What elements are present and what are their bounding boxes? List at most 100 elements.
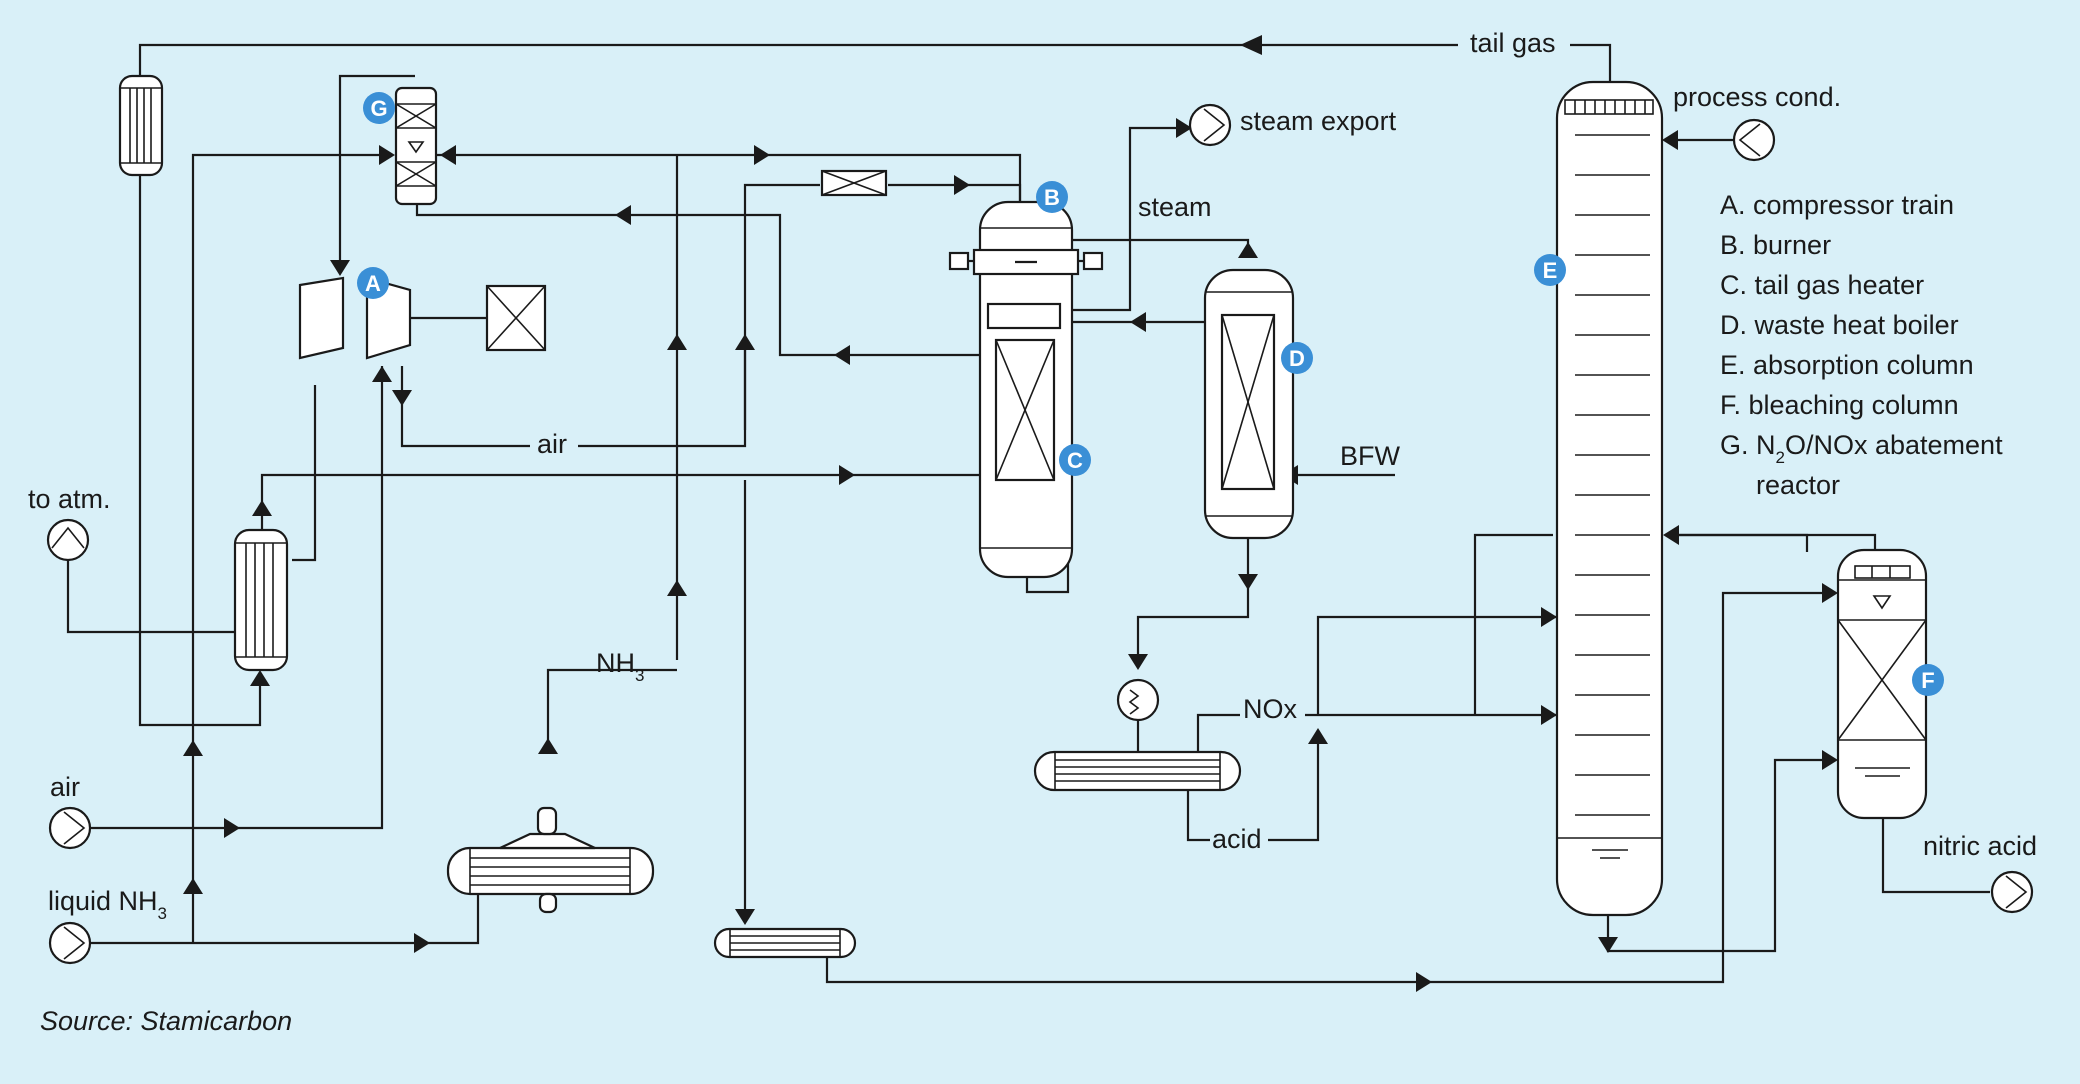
arrow-comp-in — [330, 260, 350, 276]
label-bfw: BFW — [1340, 441, 1401, 471]
pipe-475 — [260, 473, 1000, 530]
pipe-to-preheater — [743, 183, 820, 430]
pipe-g-out-right — [435, 153, 1022, 202]
steam-export-pipe — [1062, 126, 1188, 312]
label-process-cond: process cond. — [1673, 82, 1841, 112]
tail-gas-preheater — [233, 528, 289, 672]
legend-item-c: C. tail gas heater — [1720, 270, 1924, 300]
nh3-pipe — [546, 668, 677, 740]
arrow-air-feed — [224, 818, 240, 838]
badge-g: G — [363, 92, 395, 124]
arrow-155 — [754, 145, 770, 165]
abatement-reactor-g — [394, 86, 438, 206]
tail-gas-arrow — [1240, 35, 1262, 55]
cooler-to-nox — [1196, 713, 1240, 752]
arrow-nox-upper — [1541, 607, 1557, 627]
arrow-185 — [954, 175, 970, 195]
air-pump — [48, 806, 230, 850]
tail-gas-pipe-top — [1570, 43, 1612, 82]
air-pipe-right — [578, 340, 747, 448]
compressor-train — [298, 276, 547, 360]
arrow-475 — [839, 465, 855, 485]
arrow-322 — [1130, 312, 1146, 332]
badge-e: E — [1534, 254, 1566, 286]
label-nh3-stream: NH3 — [596, 648, 644, 685]
arrow-g-out — [440, 145, 456, 165]
arrow-whb-down — [1238, 574, 1258, 590]
legend-item-a: A. compressor train — [1720, 190, 1954, 220]
arrow-liq-nh3 — [414, 933, 430, 953]
arrow-absorber-bottom — [1598, 937, 1618, 953]
arrow-air-up — [735, 334, 755, 350]
waste-heat-boiler — [1203, 268, 1295, 540]
pipe-to-g — [191, 153, 390, 632]
arrow-215 — [615, 205, 631, 225]
arrow-process-cond — [1662, 130, 1678, 150]
air-to-comp — [230, 470, 384, 830]
burner-and-heater — [948, 200, 1104, 579]
tail-gas-pipe — [138, 43, 1458, 76]
nitric-acid-symbol — [1990, 870, 2034, 914]
steam-pipe-top — [1066, 238, 1250, 250]
arrow-steam — [1238, 242, 1258, 258]
legend-item-g-line2: reactor — [1756, 470, 1840, 500]
arrow-air-down — [392, 390, 412, 406]
label-air-feed: air — [50, 772, 80, 802]
svg-text:B: B — [1044, 185, 1060, 210]
to-atm-symbol — [46, 518, 90, 562]
label-nitric-acid: nitric acid — [1923, 831, 2037, 861]
arrow-nh3-up-3 — [538, 738, 558, 754]
arrow-steam-export — [1176, 118, 1192, 138]
svg-text:A: A — [365, 271, 381, 296]
legend-item-g: G. N2O/NOx abatement — [1720, 430, 2003, 467]
label-liquid-nh3: liquid NH3 — [48, 886, 167, 923]
arrow-bleach-in-top — [1822, 583, 1838, 603]
cooler-condenser — [1033, 678, 1242, 792]
svg-text:E: E — [1543, 258, 1558, 283]
label-tail-gas: tail gas — [1470, 28, 1556, 58]
arrow-to-atm-line — [252, 500, 272, 516]
bleach-to-absorber-a — [1665, 533, 1809, 552]
to-atm-pipe — [66, 560, 235, 634]
legend-item-d: D. waste heat boiler — [1720, 310, 1959, 340]
tail-gas-down-pipe — [138, 175, 262, 727]
arrow-355 — [834, 345, 850, 365]
acid-pipe-left — [1186, 790, 1210, 842]
pipe-preheater-to-burner — [888, 183, 1022, 208]
arrow-982 — [1416, 972, 1432, 992]
legend-item-e: E. absorption column — [1720, 350, 1974, 380]
acid-pipe-right — [1268, 730, 1320, 842]
pipelines — [66, 35, 1990, 992]
absorption-column — [1555, 80, 1664, 917]
small-preheater — [820, 169, 888, 197]
source-caption: Source: Stamicarbon — [40, 1006, 292, 1036]
whb-to-cooler — [1136, 538, 1250, 668]
svg-text:C: C — [1067, 448, 1083, 473]
bleach-gas-line — [1473, 533, 1553, 715]
arrow-cooler-in — [1128, 654, 1148, 670]
badge-f: F — [1912, 664, 1944, 696]
tail-gas-exchanger — [118, 74, 164, 177]
arrow-g-in — [379, 145, 395, 165]
arrow-left-up-2 — [183, 878, 203, 894]
legend-item-f: F. bleaching column — [1720, 390, 1959, 420]
legend: A. compressor train B. burner C. tail ga… — [1720, 190, 2003, 500]
nh3-vaporizer — [446, 806, 655, 914]
pipe-g-return — [415, 190, 1000, 357]
cooler-to-bleacher — [825, 591, 1835, 984]
liquid-nh3-pump — [48, 921, 92, 965]
label-acid: acid — [1212, 824, 1262, 854]
air-pipe-left — [400, 366, 530, 448]
process-cond-symbol — [1732, 118, 1776, 162]
arrow-bottom-cooler — [735, 909, 755, 925]
badge-c: C — [1059, 444, 1091, 476]
arrow-nh3-up-2 — [667, 580, 687, 596]
badge-b: B — [1036, 181, 1068, 213]
arrow-nh3-up-1 — [667, 334, 687, 350]
label-to-atm: to atm. — [28, 484, 111, 514]
liquid-nh3-pipe — [90, 885, 480, 945]
arrow-acid-up — [1308, 728, 1328, 744]
badge-a: A — [357, 267, 389, 299]
arrow-up-1 — [250, 670, 270, 686]
